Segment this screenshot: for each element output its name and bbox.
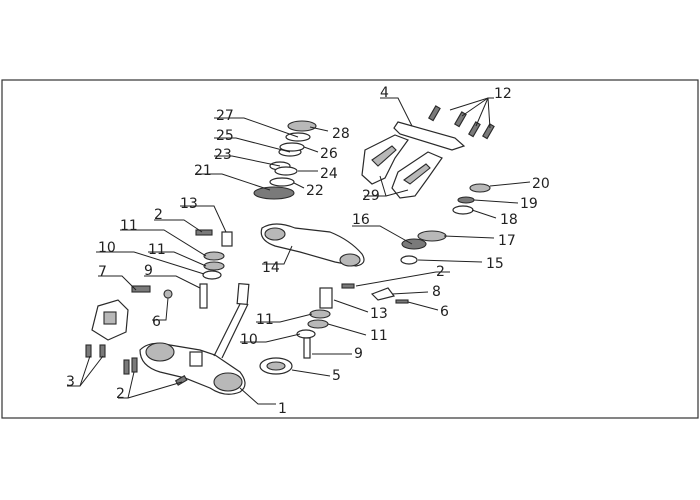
- callout-2-lower: 2: [116, 386, 125, 402]
- lower-triple-clamp: [139, 342, 246, 395]
- callout-11-a: 11: [120, 218, 138, 234]
- handlebar-holders: [361, 134, 443, 199]
- washer-11c: [309, 309, 331, 319]
- callout-13-right: 13: [370, 306, 388, 322]
- callout-9-left: 9: [144, 263, 153, 279]
- washer-11d: [307, 319, 329, 329]
- callout-10-right: 10: [240, 332, 258, 348]
- clip-7: [131, 285, 151, 293]
- bracket-8: [370, 287, 396, 301]
- callout-23: 23: [214, 147, 232, 163]
- callout-3: 3: [66, 374, 75, 390]
- callout-8: 8: [432, 284, 441, 300]
- pin-2: [195, 229, 213, 236]
- part-17: [417, 230, 447, 242]
- bolt-9-right: [303, 337, 311, 359]
- cap-28: [287, 120, 317, 132]
- callout-22: 22: [306, 183, 324, 199]
- callout-9-right: 9: [354, 346, 363, 362]
- callout-14: 14: [262, 260, 280, 276]
- upper-triple-clamp: [260, 223, 365, 267]
- callout-5: 5: [332, 368, 341, 384]
- callout-11-b: 11: [148, 242, 166, 258]
- callout-27: 27: [216, 108, 234, 124]
- part-19: [457, 196, 475, 204]
- ring-24: [274, 166, 298, 176]
- callout-1: 1: [278, 401, 287, 417]
- callout-26: 26: [320, 146, 338, 162]
- callout-10-left: 10: [98, 240, 116, 256]
- callout-24: 24: [320, 166, 338, 182]
- washer-11a: [203, 251, 225, 261]
- callout-11-c: 11: [256, 312, 274, 328]
- parts-group: [85, 105, 495, 395]
- clamp-block-13: [221, 231, 233, 247]
- seal-5-inner: [266, 361, 286, 371]
- callout-12: 12: [494, 86, 512, 102]
- part-15: [400, 255, 418, 265]
- callout-28: 28: [332, 126, 350, 142]
- callout-4: 4: [380, 85, 389, 101]
- ring-22: [269, 177, 295, 187]
- washer-10: [202, 270, 222, 280]
- bolt-9: [199, 283, 208, 309]
- switch-bracket: [85, 299, 129, 358]
- callout-6-left: 6: [152, 314, 161, 330]
- steering-stem: [213, 282, 250, 359]
- callout-16: 16: [352, 212, 370, 228]
- pin-2-right: [341, 283, 355, 289]
- ring-26: [279, 142, 305, 152]
- callout-21: 21: [194, 163, 212, 179]
- callout-2-right: 2: [436, 264, 445, 280]
- callout-25: 25: [216, 128, 234, 144]
- callout-19: 19: [520, 196, 538, 212]
- washer-11b: [203, 261, 225, 271]
- diagram-frame: [1, 79, 699, 419]
- callout-13-left: 13: [180, 196, 198, 212]
- callout-17: 17: [498, 233, 516, 249]
- sleeve-13-right: [319, 287, 333, 309]
- callout-6-right: 6: [440, 304, 449, 320]
- callout-29: 29: [362, 188, 380, 204]
- callout-7: 7: [98, 264, 107, 280]
- part-18: [452, 205, 474, 215]
- callout-11-d: 11: [370, 328, 388, 344]
- callouts: 1 2 2 2 3 4 5 6 6 7 8 9 9 10 10 11 11 11…: [66, 85, 550, 417]
- leader-lines: [67, 97, 531, 405]
- screw-6-right: [395, 299, 409, 304]
- clamp-bar-4: [393, 121, 466, 151]
- callout-2-upper: 2: [154, 207, 163, 223]
- nut-6: [163, 289, 173, 299]
- callout-20: 20: [532, 176, 550, 192]
- callout-15: 15: [486, 256, 504, 272]
- part-20: [469, 183, 491, 193]
- callout-18: 18: [500, 212, 518, 228]
- gauge-21: [253, 186, 295, 200]
